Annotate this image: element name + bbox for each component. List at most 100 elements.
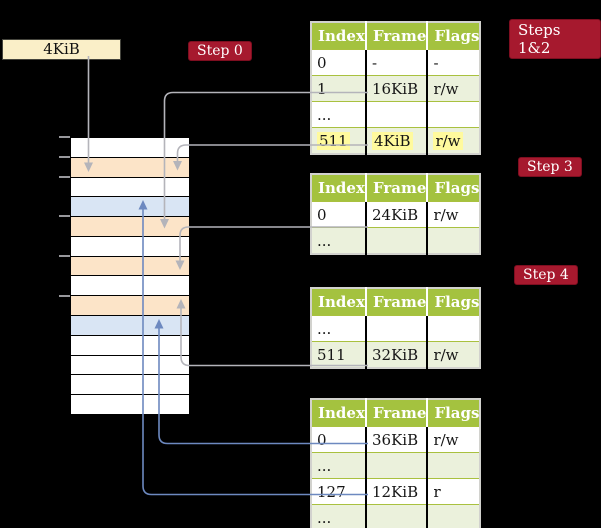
- memory-row-8-white: [71, 276, 189, 297]
- col-header-index: Index: [311, 399, 367, 427]
- table-cell-frame: 4KiB: [364, 127, 428, 154]
- col-header-flags: Flags: [427, 22, 481, 50]
- table-row: 511 4KiB r/w: [311, 127, 481, 154]
- table-cell-flags: -: [426, 49, 481, 76]
- table-cell-frame: [364, 315, 428, 342]
- memory-tick: [59, 156, 70, 158]
- step-3-label: Step 3: [527, 159, 573, 175]
- memory-row-9-peach: [71, 296, 189, 317]
- table-cell-frame: [364, 227, 428, 254]
- memory-row-1-white: [71, 138, 189, 158]
- table-cell-index: 0: [311, 49, 366, 76]
- table-cell-flags: [426, 101, 481, 128]
- memory-tick: [59, 255, 70, 257]
- col-header-frame: Frame: [366, 288, 429, 316]
- table-row: 0--: [311, 49, 481, 76]
- table-cell-flags: [426, 315, 481, 342]
- table-cell-index: 127: [311, 478, 366, 505]
- col-header-flags: Flags: [427, 288, 481, 316]
- table-cell-index: 0: [311, 201, 366, 228]
- table-cell-index: ...: [311, 315, 366, 342]
- table-cell-frame: 12KiB: [364, 478, 428, 505]
- col-header-flags: Flags: [427, 174, 481, 202]
- memory-tick: [59, 136, 70, 138]
- highlighted-value: 4KiB: [372, 131, 413, 150]
- memory-tick: [59, 295, 70, 297]
- step-4-label: Step 4: [523, 267, 569, 283]
- step-4-badge: Step 4: [514, 265, 578, 285]
- table-cell-index: 511: [311, 127, 366, 154]
- table-cell-frame: 32KiB: [364, 341, 428, 368]
- col-header-frame: Frame: [366, 399, 429, 427]
- table-cell-flags: [426, 227, 481, 254]
- table-cell-frame: 16KiB: [364, 75, 428, 102]
- table-cell-index: 511: [311, 341, 366, 368]
- steps-1-2-label: Steps 1&2: [518, 21, 561, 57]
- step-0-badge: Step 0: [188, 41, 252, 61]
- table-cell-index: ...: [311, 504, 366, 528]
- table-cell-flags: r/w: [426, 201, 481, 228]
- table-cell-frame: 36KiB: [364, 426, 428, 453]
- memory-row-12-white: [71, 355, 189, 376]
- memory-row-13-white: [71, 375, 189, 396]
- table-cell-index: ...: [311, 101, 366, 128]
- memory-row-5-peach: [71, 217, 189, 237]
- table-cell-flags: [426, 452, 481, 479]
- memory-row-14-white: [71, 395, 189, 414]
- table-cell-frame: -: [364, 49, 428, 76]
- table-row: ...: [311, 315, 481, 342]
- memory-row-10-blue: [71, 316, 189, 336]
- col-header-frame: Frame: [366, 22, 429, 50]
- col-header-flags: Flags: [427, 399, 481, 427]
- memory-tick: [59, 176, 70, 178]
- physical-memory-column: [70, 137, 190, 415]
- table-cell-index: ...: [311, 227, 366, 254]
- frame-size-label: 4KiB: [43, 40, 80, 58]
- table-row: ...: [311, 452, 481, 479]
- table-cell-index: 1: [311, 75, 366, 102]
- highlighted-value: 511: [317, 131, 350, 150]
- table-cell-flags: [426, 504, 481, 528]
- steps-1-2-badge: Steps 1&2: [509, 19, 601, 59]
- col-header-index: Index: [311, 288, 367, 316]
- table-cell-flags: r/w: [426, 341, 481, 368]
- memory-row-6-white: [71, 236, 189, 257]
- highlighted-value: r/w: [433, 131, 463, 150]
- table-cell-index: ...: [311, 452, 366, 479]
- memory-row-2-peach: [71, 157, 189, 178]
- col-header-frame: Frame: [366, 174, 429, 202]
- memory-row-4-blue: [71, 197, 189, 218]
- col-header-index: Index: [311, 22, 367, 50]
- step-3-badge: Step 3: [518, 157, 582, 177]
- step-0-label: Step 0: [197, 43, 243, 59]
- table-cell-flags: r/w: [426, 75, 481, 102]
- table-cell-flags: r/w: [426, 426, 481, 453]
- table-cell-flags: r/w: [426, 127, 481, 154]
- table-cell-frame: [364, 452, 428, 479]
- table-cell-index: 0: [311, 426, 366, 453]
- table-row: ...: [311, 101, 481, 128]
- table-cell-frame: [364, 504, 428, 528]
- table-cell-frame: 24KiB: [364, 201, 428, 228]
- memory-tick: [59, 215, 70, 217]
- table-row: ...: [311, 227, 481, 254]
- memory-row-3-white: [71, 177, 189, 198]
- frame-size-box: 4KiB: [2, 39, 121, 60]
- table-row: ...: [311, 504, 481, 528]
- col-header-index: Index: [311, 174, 367, 202]
- memory-row-11-white: [71, 335, 189, 356]
